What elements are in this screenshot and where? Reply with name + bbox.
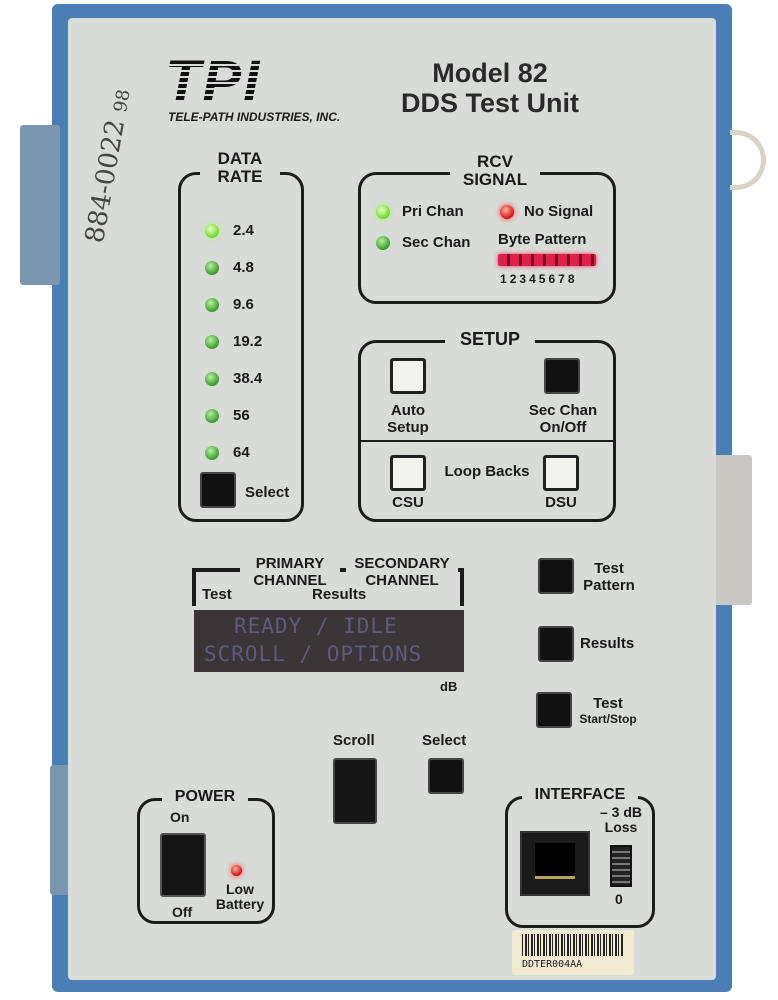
loss-slide-switch[interactable] (610, 845, 632, 887)
nav-select-button[interactable] (428, 758, 464, 794)
lcd-line-1: READY / IDLE (234, 614, 398, 638)
test-label: Test (202, 586, 232, 603)
bit-label: 2 (509, 272, 517, 286)
power-title: POWER (162, 788, 248, 806)
rate-led (205, 371, 219, 386)
rate-led (205, 408, 219, 423)
bit-label: 8 (567, 272, 575, 286)
results-label: Results (312, 586, 367, 603)
rate-label: 56 (233, 407, 250, 424)
rate-led (205, 334, 219, 349)
rate-label: 38.4 (233, 370, 263, 387)
bit-label: 5 (538, 272, 546, 286)
rate-item: 38.4 (205, 360, 262, 397)
rate-label: 2.4 (233, 222, 254, 239)
rate-item: 56 (205, 397, 262, 434)
rate-label: 64 (233, 444, 250, 461)
test-start-stop-button[interactable] (536, 692, 572, 728)
auto-setup-button[interactable] (390, 358, 426, 394)
bit-label: 6 (548, 272, 556, 286)
data-rate-select-button[interactable] (200, 472, 236, 508)
lcd-display: READY / IDLE SCROLL / OPTIONS (194, 610, 464, 672)
scroll-rocker-button[interactable] (333, 758, 377, 824)
rate-label: 9.6 (233, 296, 254, 313)
pri-chan-led (376, 205, 390, 219)
test-pattern-button[interactable] (538, 558, 574, 594)
no-signal-led (500, 205, 514, 219)
barcode-sticker: DDTER004AA (512, 930, 634, 975)
dsu-label: DSU (545, 494, 577, 511)
rate-led (205, 223, 219, 238)
byte-pattern-label: Byte Pattern (498, 231, 587, 248)
company-name: TELE-PATH INDUSTRIES, INC. (168, 110, 341, 124)
latch[interactable] (712, 455, 752, 605)
dsu-loopback-button[interactable] (543, 455, 579, 491)
interface-title: INTERFACE (522, 786, 638, 804)
results-button[interactable] (538, 626, 574, 662)
bit-label: 7 (558, 272, 565, 286)
rate-item: 4.8 (205, 249, 262, 286)
sec-chan-onoff-button[interactable] (544, 358, 580, 394)
barcode-bars (522, 934, 624, 956)
byte-pattern-leds (498, 254, 596, 266)
nav-select-label: Select (422, 732, 467, 749)
low-battery-led (231, 865, 242, 876)
rate-item: 64 (205, 434, 262, 471)
bit-label: 1 (500, 272, 507, 286)
rate-led (205, 445, 219, 460)
bit-label: 3 (519, 272, 527, 286)
tpi-logo: TPI (165, 49, 262, 114)
loop-backs-label: Loop Backs (444, 463, 530, 480)
handle-loop (730, 130, 766, 190)
results-button-label: Results (580, 635, 635, 652)
rate-item: 19.2 (205, 323, 262, 360)
sec-chan-label: Sec Chan (402, 234, 471, 251)
lcd-line-2: SCROLL / OPTIONS (204, 642, 423, 666)
rate-led (205, 260, 219, 275)
left-hinge-top (20, 125, 60, 285)
rate-led (205, 297, 219, 312)
power-switch[interactable] (160, 833, 206, 897)
power-on-label: On (170, 809, 190, 825)
db-unit-label: dB (440, 679, 458, 694)
power-off-label: Off (172, 904, 193, 920)
rate-list: 2.4 4.8 9.6 19.2 38.4 56 64 (205, 212, 262, 471)
select-label: Select (245, 484, 290, 501)
pri-chan-label: Pri Chan (402, 203, 464, 220)
sec-chan-led (376, 236, 390, 250)
setup-title: SETUP (445, 330, 535, 349)
no-signal-label: No Signal (524, 203, 594, 220)
rate-label: 19.2 (233, 333, 263, 350)
csu-label: CSU (392, 494, 424, 511)
rate-item: 9.6 (205, 286, 262, 323)
csu-loopback-button[interactable] (390, 455, 426, 491)
rate-item: 2.4 (205, 212, 262, 249)
rate-label: 4.8 (233, 259, 254, 276)
barcode-text: DDTER004AA (522, 959, 583, 970)
bit-label: 4 (529, 272, 536, 286)
setup-divider (361, 440, 613, 442)
loss-zero-label: 0 (615, 891, 623, 907)
scroll-label: Scroll (333, 732, 375, 749)
rj-jack-port[interactable] (520, 831, 590, 896)
